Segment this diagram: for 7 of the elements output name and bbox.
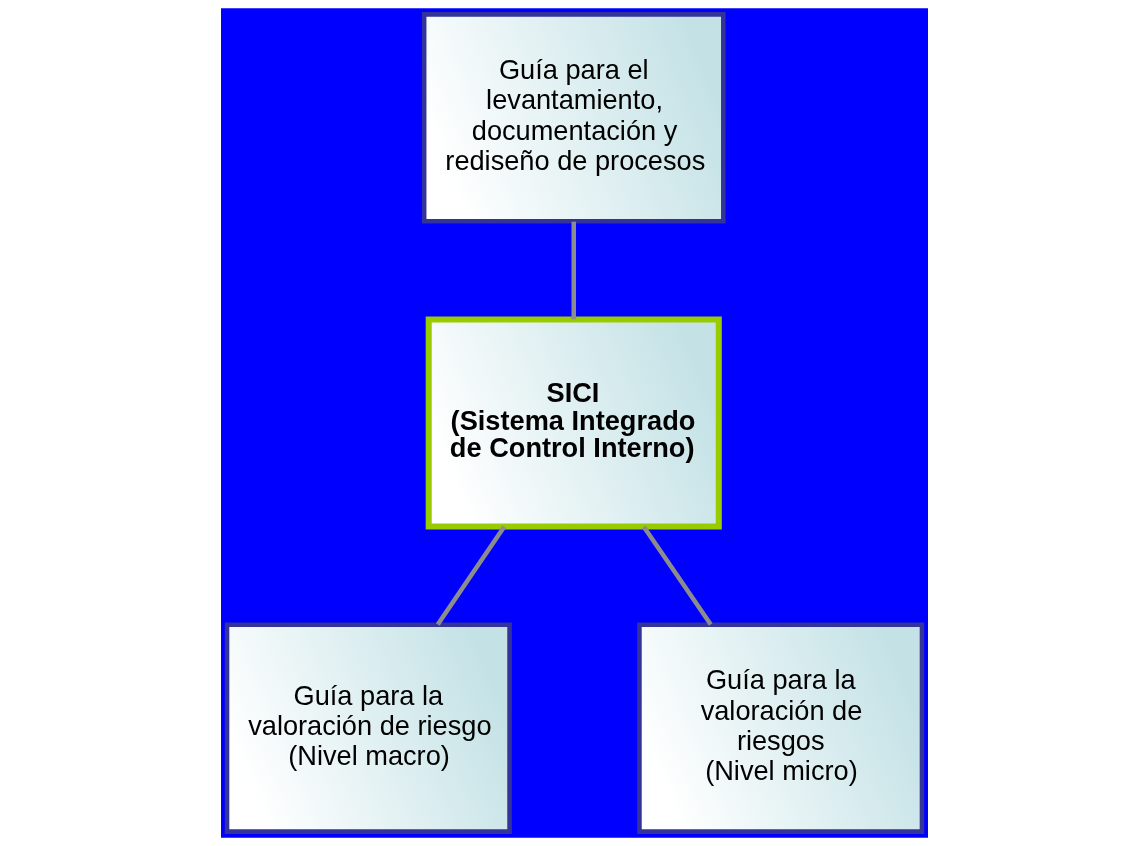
node-box: Guía para la valoración de riesgos (Nivel micro)	[636, 622, 924, 834]
connector	[435, 525, 506, 626]
node-box: Guía para la valoración de riesgo (Nivel macro)	[224, 622, 512, 834]
connector	[570, 221, 576, 320]
node-box: SICI (Sistema Integrado de Control Interno)	[425, 316, 722, 530]
connector	[641, 525, 713, 626]
node-box: Guía para el levantamiento, documentación y rediseño de procesos	[421, 12, 726, 224]
